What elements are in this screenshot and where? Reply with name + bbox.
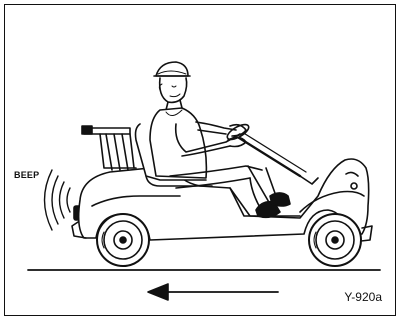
driver-figure: [149, 61, 291, 219]
car-body: [71, 158, 373, 243]
steering-column: [226, 123, 319, 185]
sound-waves-icon: [43, 169, 71, 231]
front-wheel: [308, 213, 362, 267]
rear-wheel: [96, 213, 150, 267]
rear-basket: [81, 125, 137, 171]
beep-label: BEEP: [14, 170, 40, 180]
reverse-arrow-icon: [147, 283, 279, 301]
figure-id-label: Y-920a: [344, 290, 382, 304]
